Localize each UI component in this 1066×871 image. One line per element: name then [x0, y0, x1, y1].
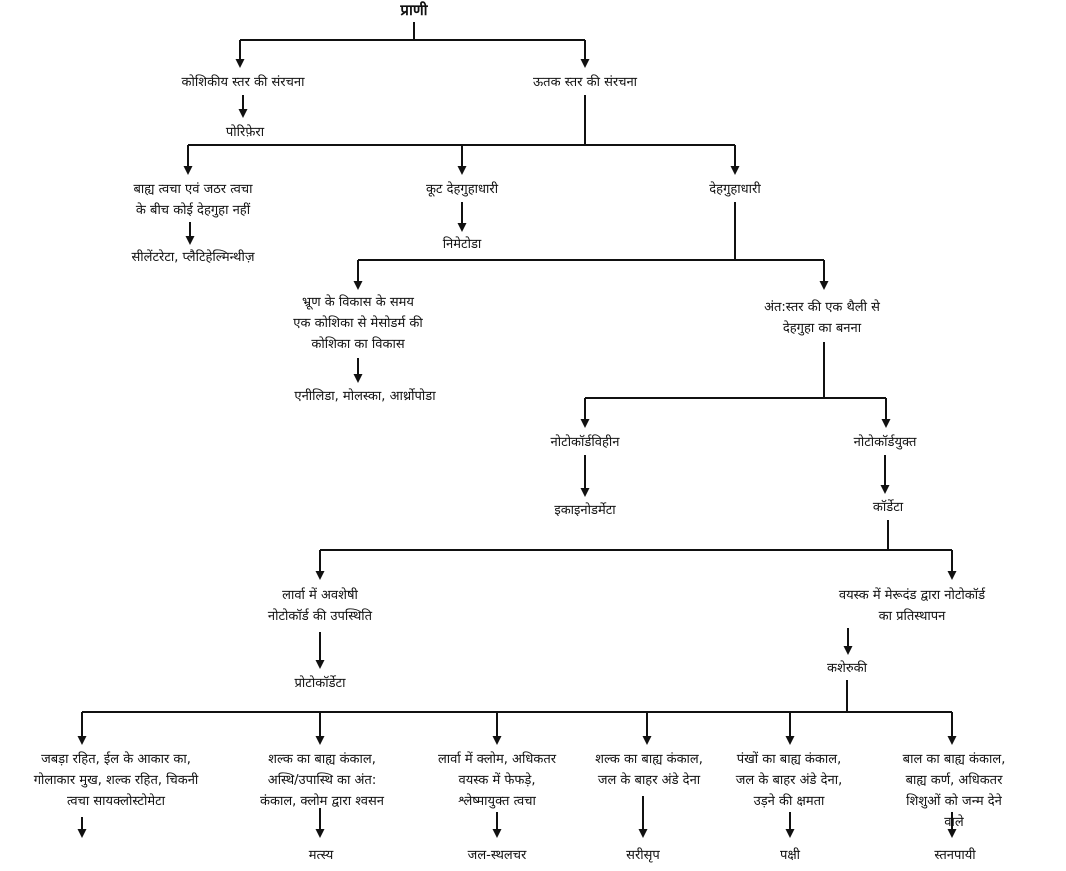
node-porifera: पोरिफ़ेरा: [225, 125, 265, 140]
node-pseudocoelomate: कूट देहगुहाधारी: [425, 182, 499, 197]
arrow-head-51: [77, 736, 87, 745]
node-reptile: सरीसृप: [626, 848, 660, 863]
node-annelida-mollusca-arthropoda: एनीलिडा, मोलस्का, आर्थ्रोपोडा: [294, 389, 436, 404]
node-nematoda: निमेटोडा: [442, 237, 482, 252]
node-fish-desc: शल्क का बाह्य कंकाल, अस्थि/उपास्थि का अं…: [259, 752, 385, 809]
arrow-head-37: [880, 485, 890, 494]
node-vertebrata: कशेरुकी: [827, 661, 867, 676]
node-cyclostomata-desc: जबड़ा रहित, ईल के आकार का, गोलाकार मुख, …: [33, 752, 199, 809]
node-amphibia-desc: लार्वा में क्लोम, अधिकतर वयस्क में फेफड़…: [437, 752, 557, 809]
node-tissue-level: ऊतक स्तर की संरचना: [532, 75, 638, 90]
node-fish: मत्स्य: [308, 848, 334, 863]
arrow-head-63: [77, 829, 87, 838]
arrow-head-25: [819, 281, 829, 290]
arrow-head-67: [492, 829, 502, 838]
arrow-head-27: [353, 374, 363, 383]
node-echinodermata: इकाइनोडर्मेटा: [554, 503, 616, 518]
arrow-head-57: [642, 736, 652, 745]
arrow-head-61: [947, 736, 957, 745]
node-with-notochord: नोटोकॉर्डयुक्त: [853, 435, 917, 450]
arrow-head-33: [881, 419, 891, 428]
arrow-head-65: [315, 829, 325, 838]
arrow-head-69: [638, 829, 648, 838]
node-cellular-level: कोशिकीय स्तर की संरचना: [181, 75, 305, 90]
arrow-head-35: [580, 488, 590, 497]
root-title-animals: प्राणी: [400, 1, 428, 19]
arrow-head-17: [185, 236, 195, 245]
arrow-head-47: [843, 646, 853, 655]
node-amphibia: जल-स्थलचर: [467, 848, 527, 863]
arrow-head-71: [785, 829, 795, 838]
arrow-head-43: [947, 571, 957, 580]
arrow-head-7: [238, 109, 248, 118]
node-protochordata: प्रोटोकॉर्डेटा: [294, 676, 346, 691]
node-schizocoel-mesoderm: भ्रूण के विकास के समय एक कोशिका से मेसोड…: [293, 295, 423, 352]
arrow-head-13: [457, 166, 467, 175]
node-chordata: कॉर्डेटा: [872, 500, 904, 515]
arrow-head-55: [492, 736, 502, 745]
node-reptile-desc: शल्क का बाह्य कंकाल, जल के बाहर अंडे देन…: [595, 752, 703, 788]
arrow-head-41: [315, 571, 325, 580]
node-adult-vertebral-column: वयस्क में मेरूदंड द्वारा नोटोकॉर्ड का प्…: [838, 588, 986, 624]
node-enterocoel-pouch: अंत:स्तर की एक थैली से देहगुहा का बनना: [764, 300, 880, 336]
node-mammal-desc: बाल का बाह्य कंकाल, बाह्य कर्ण, अधिकतर श…: [902, 752, 1006, 830]
arrow-head-23: [353, 281, 363, 290]
arrow-head-53: [315, 736, 325, 745]
node-no-body-cavity: बाह्य त्वचा एवं जठर त्वचा के बीच कोई देह…: [133, 182, 253, 218]
node-larval-notochord: लार्वा में अवशेषी नोटोकॉर्ड की उपस्थिति: [267, 588, 373, 624]
arrow-head-45: [315, 660, 325, 669]
node-mammal: स्तनपायी: [934, 848, 976, 863]
arrow-head-11: [183, 166, 193, 175]
arrow-head-19: [457, 223, 467, 232]
node-non-chordate: नोटोकॉर्डविहीन: [550, 435, 620, 450]
arrow-head-59: [785, 736, 795, 745]
arrow-head-15: [730, 166, 740, 175]
arrow-head-73: [947, 829, 957, 838]
node-bird: पक्षी: [779, 848, 801, 863]
node-bird-desc: पंखों का बाह्य कंकाल, जल के बाहर अंडे दे…: [735, 752, 843, 809]
node-coelenterata-platyhelminthes: सीलेंटरेटा, प्लैटिहेल्मिन्थीज़: [131, 250, 255, 265]
arrow-head-5: [580, 59, 590, 68]
arrow-head-3: [235, 59, 245, 68]
arrow-head-31: [580, 419, 590, 428]
node-coelomate: देहगुहाधारी: [709, 182, 761, 197]
